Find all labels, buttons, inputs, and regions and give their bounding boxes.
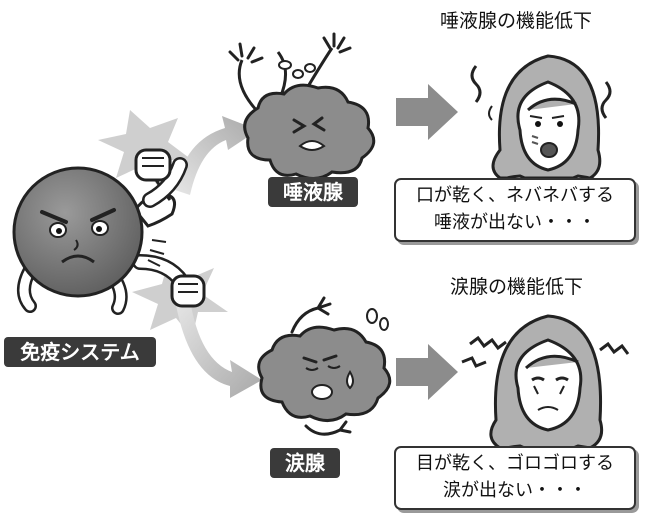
- lacrimal-dysfunction-title: 涙腺の機能低下: [450, 276, 584, 298]
- lacrimal-symptom-line-2: 涙が出ない・・・: [443, 480, 587, 501]
- impact-burst-upper: [98, 110, 192, 186]
- salivary-symptom-box: 口が乾く、ネバネバする 唾液が出ない・・・: [394, 178, 636, 242]
- lacrimal-gland-label: 涙腺: [270, 448, 340, 478]
- salivary-gland-label: 唾液腺: [268, 177, 358, 207]
- salivary-dysfunction-title: 唾液腺の機能低下: [440, 10, 593, 32]
- lacrimal-symptom-box: 目が乾く、ゴロゴロする 涙が出ない・・・: [394, 446, 636, 510]
- arrow-to-salivary: [175, 116, 258, 195]
- arrow-lacrimal-to-effect: [396, 344, 458, 400]
- salivary-symptom-line-1: 口が乾く、ネバネバする: [416, 185, 614, 206]
- immune-system-label: 免疫システム: [4, 337, 156, 367]
- salivary-gland-character: [228, 32, 376, 180]
- immune-character: [12, 148, 206, 315]
- arrow-salivary-to-effect: [396, 84, 458, 140]
- lacrimal-gland-character: [257, 296, 392, 436]
- salivary-symptom-line-2: 唾液が出ない・・・: [434, 212, 596, 233]
- arrow-to-lacrimal: [176, 300, 262, 398]
- lacrimal-symptom-line-1: 目が乾く、ゴロゴロする: [416, 453, 614, 474]
